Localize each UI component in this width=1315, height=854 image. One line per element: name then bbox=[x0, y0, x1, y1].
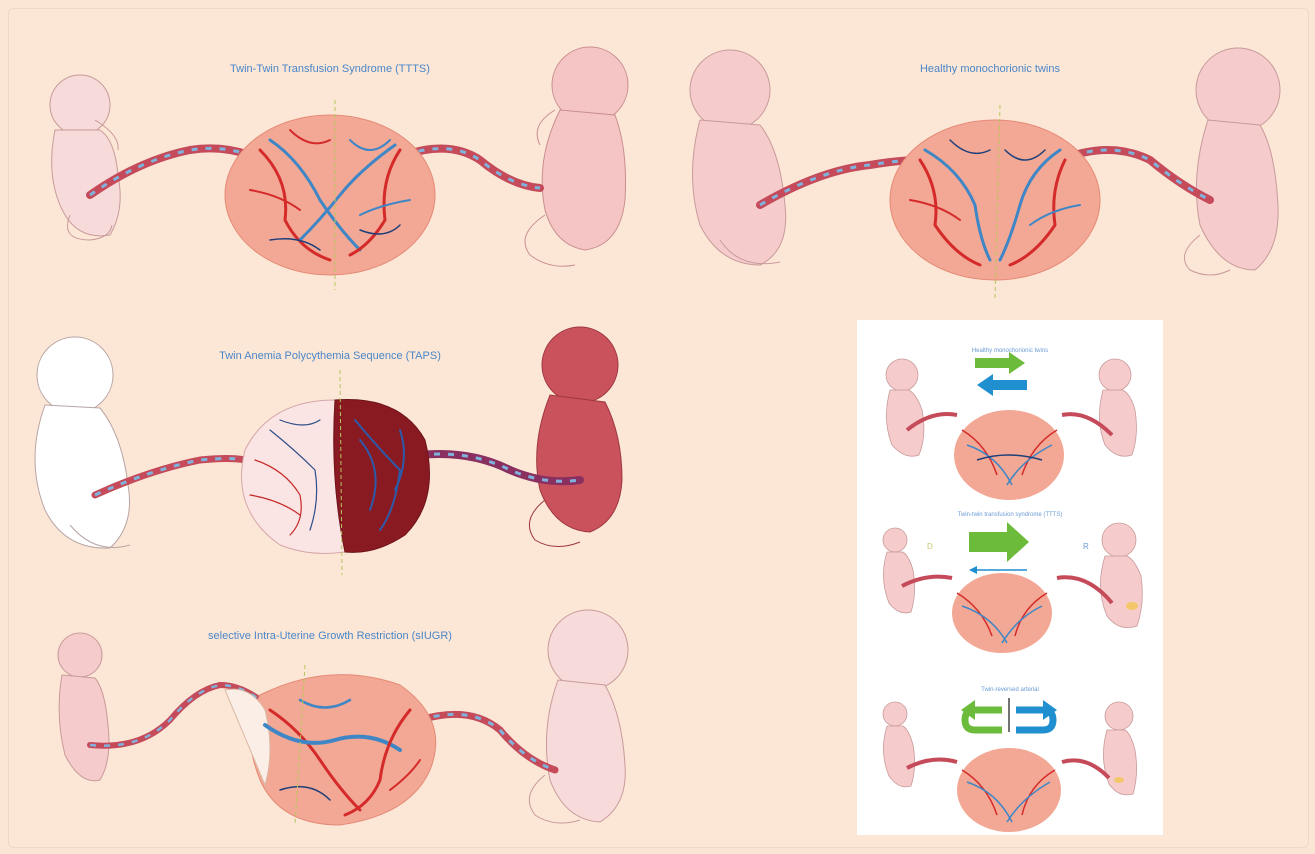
arrow-left-blue bbox=[977, 374, 1027, 396]
arrow-right-green bbox=[975, 352, 1025, 374]
inset-ttts-illustration bbox=[857, 518, 1163, 668]
taps-illustration bbox=[0, 320, 660, 580]
fetus-large bbox=[529, 610, 628, 823]
fetus-recipient-dark bbox=[529, 327, 622, 547]
healthy-illustration bbox=[660, 0, 1315, 310]
fetus-donor-pale bbox=[35, 337, 130, 548]
panel-ttts: Twin-Twin Transfusion Syndrome (TTTS) bbox=[0, 0, 660, 300]
ttts-illustration bbox=[0, 0, 660, 300]
panel-healthy: Healthy monochorionic twins bbox=[660, 0, 1315, 310]
fetus-small bbox=[58, 633, 109, 781]
fetus-right bbox=[1184, 48, 1280, 275]
fetus-left bbox=[690, 50, 786, 265]
placenta bbox=[890, 120, 1100, 280]
fetus-left bbox=[50, 75, 120, 240]
inset-summary: Healthy monochorionic twins Twin-twin tr… bbox=[857, 320, 1163, 835]
siugr-illustration bbox=[0, 600, 660, 840]
inset-healthy-illustration bbox=[857, 350, 1163, 510]
inset-reversed-illustration bbox=[857, 690, 1163, 840]
arrow-right-green-large bbox=[969, 522, 1029, 562]
fetus-right bbox=[525, 47, 628, 266]
placenta bbox=[250, 675, 436, 825]
panel-siugr: selective Intra-Uterine Growth Restricti… bbox=[0, 600, 660, 840]
panel-taps: Twin Anemia Polycythemia Sequence (TAPS) bbox=[0, 320, 660, 580]
